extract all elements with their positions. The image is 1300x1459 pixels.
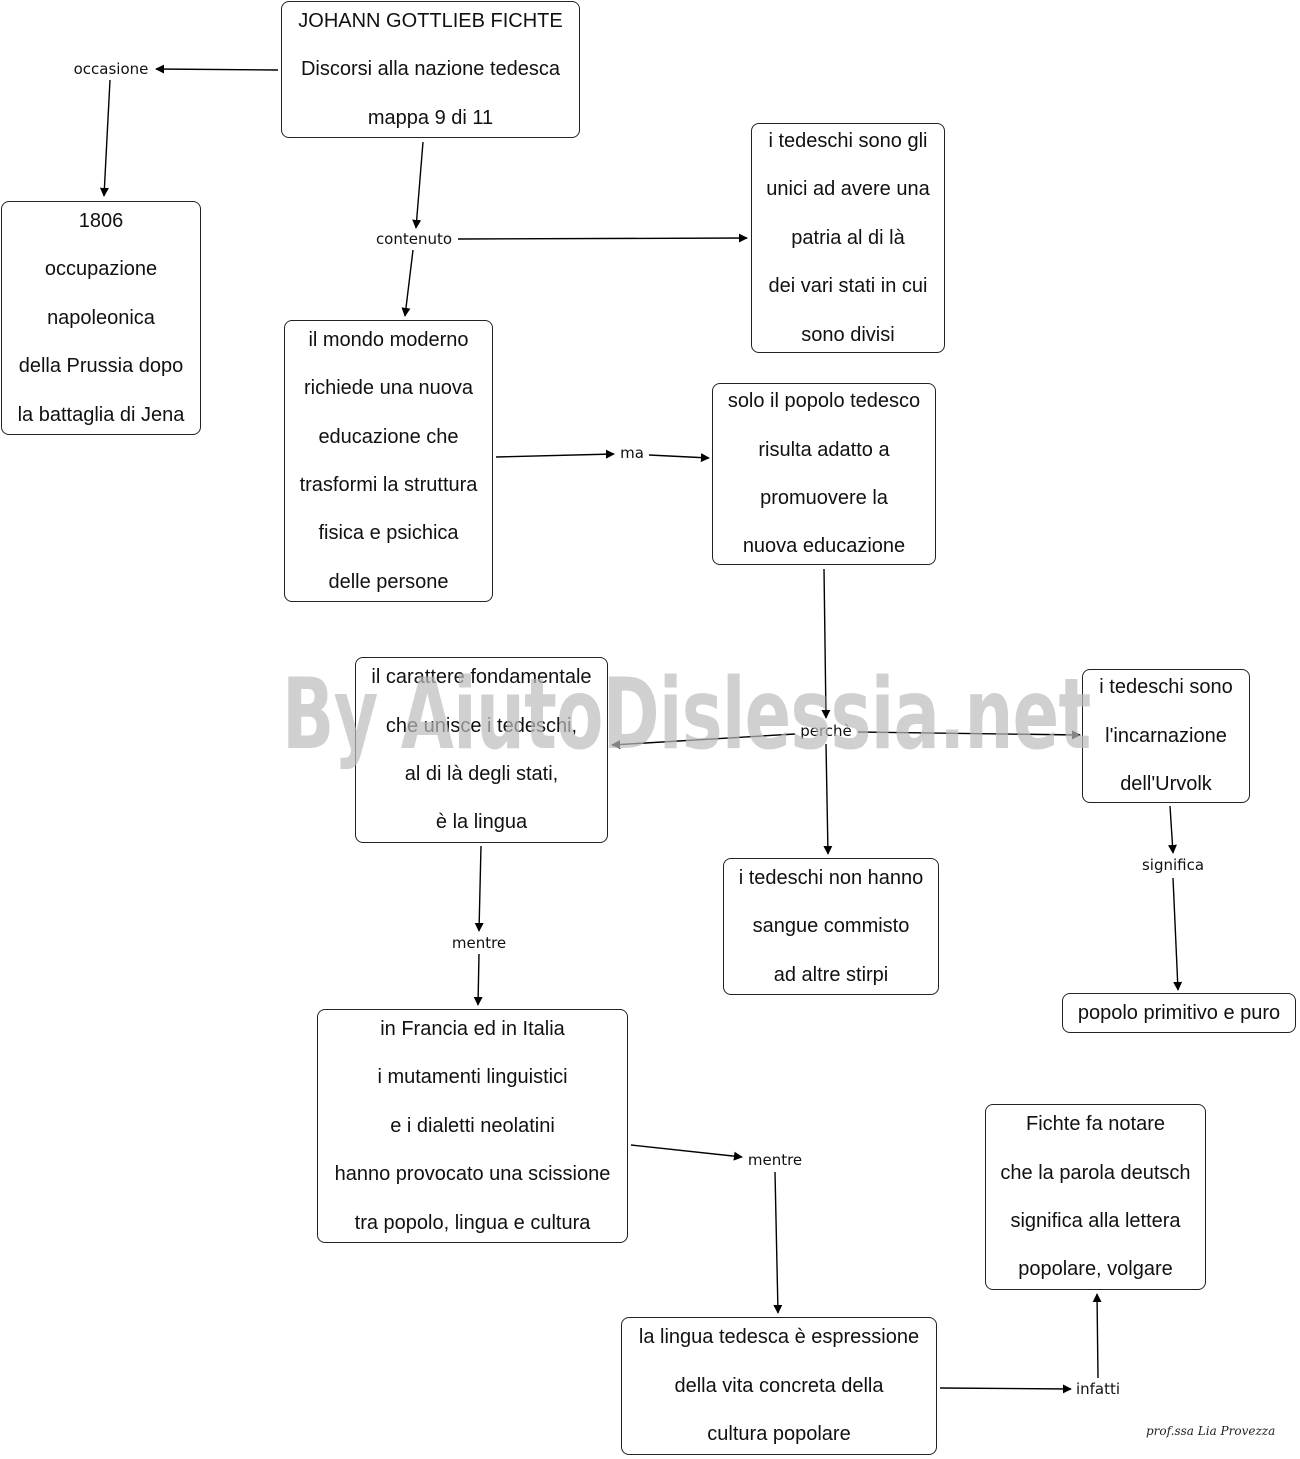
connector-line xyxy=(474,845,484,932)
node-line: 1806 xyxy=(78,209,124,232)
node-line: dell'Urvolk xyxy=(1120,773,1212,796)
signature: prof.ssa Lia Provezza xyxy=(1146,1424,1276,1438)
node-line: è la lingua xyxy=(435,811,528,834)
node-line: la lingua tedesca è espressione xyxy=(638,1326,920,1349)
node-line: sono divisi xyxy=(801,323,895,346)
node-deutsch: Fichte fa notare che la parola deutsch s… xyxy=(985,1104,1206,1290)
node-line: trasformi la struttura xyxy=(299,474,478,496)
connector-line xyxy=(412,141,424,229)
node-line: della Prussia dopo xyxy=(18,355,184,378)
node-urvolk: i tedeschi sono l'incarnazione dell'Urvo… xyxy=(1082,669,1250,803)
node-line: Fichte fa notare xyxy=(1026,1113,1165,1136)
link-label-significa: significa xyxy=(1139,856,1207,874)
node-line: tra popolo, lingua e cultura xyxy=(354,1211,591,1234)
node-line: delle persone xyxy=(328,570,449,593)
node-line: i mutamenti linguistici xyxy=(377,1066,568,1089)
node-modern-world: il mondo moderno richiede una nuova educ… xyxy=(284,320,493,602)
connector-line xyxy=(939,1384,1072,1394)
node-line: educazione che xyxy=(318,425,459,448)
connector-line xyxy=(401,249,414,317)
connector-line xyxy=(773,1171,783,1314)
node-line: la battaglia di Jena xyxy=(17,403,185,426)
connector-line xyxy=(1167,805,1177,854)
node-line: solo il popolo tedesco xyxy=(727,390,921,413)
node-primitive: popolo primitivo e puro xyxy=(1062,993,1296,1033)
link-label-mentre-2: mentre xyxy=(745,1151,805,1169)
node-line: popolare, volgare xyxy=(1018,1258,1173,1281)
connector-line xyxy=(1092,1293,1102,1379)
connector-line xyxy=(495,449,615,459)
node-german-people: solo il popolo tedesco risulta adatto a … xyxy=(712,383,936,565)
node-line: della vita concreta della xyxy=(674,1374,884,1397)
node-line: hanno provocato una scissione xyxy=(334,1163,611,1186)
node-france-italy: in Francia ed in Italia i mutamenti ling… xyxy=(317,1009,628,1243)
node-line: nuova educazione xyxy=(742,535,906,558)
node-line: Discorsi alla nazione tedesca xyxy=(300,58,561,81)
link-label-occasione: occasione xyxy=(71,60,151,78)
node-line: l'incarnazione xyxy=(1105,724,1227,747)
connector-line xyxy=(648,453,710,463)
node-line: promuovere la xyxy=(760,487,888,509)
node-line: popolo primitivo e puro xyxy=(1077,1001,1281,1024)
node-line: dei vari stati in cui xyxy=(768,275,928,298)
link-label-ma: ma xyxy=(618,444,646,462)
link-label-perche: perchè xyxy=(798,722,854,740)
connector-line xyxy=(611,733,796,750)
node-line: JOHANN GOTTLIEB FICHTE xyxy=(298,9,563,32)
connector-line xyxy=(473,953,483,1006)
node-homeland: i tedeschi sono gli unici ad avere una p… xyxy=(751,123,945,353)
node-line: richiede una nuova xyxy=(303,377,473,400)
connector-line xyxy=(630,1144,743,1161)
connector-line xyxy=(99,79,111,197)
node-line: occupazione xyxy=(44,258,158,281)
connector-line xyxy=(155,64,279,74)
node-line: fisica e psichica xyxy=(318,522,459,545)
node-line: che la parola deutsch xyxy=(1000,1161,1191,1184)
node-line: i tedeschi non hanno xyxy=(738,866,924,889)
node-line: al di là degli stati, xyxy=(404,763,559,785)
connector-line xyxy=(457,233,748,243)
node-title: JOHANN GOTTLIEB FICHTE Discorsi alla naz… xyxy=(281,1,580,138)
node-line: cultura popolare xyxy=(707,1423,851,1446)
node-pure-blood: i tedeschi non hanno sangue commisto ad … xyxy=(723,858,939,995)
node-line: significa alla lettera xyxy=(1010,1210,1181,1232)
node-line: unici ad avere una xyxy=(766,178,930,201)
node-line: il carattere fondamentale xyxy=(371,666,592,689)
link-label-contenuto: contenuto xyxy=(373,230,455,248)
node-line: e i dialetti neolatini xyxy=(390,1114,555,1137)
node-line: i tedeschi sono xyxy=(1099,676,1233,699)
connector-line xyxy=(857,730,1081,740)
connector-line xyxy=(1172,877,1183,991)
node-line: napoleonica xyxy=(47,306,155,329)
connector-line xyxy=(823,743,833,855)
node-line: in Francia ed in Italia xyxy=(380,1017,565,1040)
node-german-language: la lingua tedesca è espressione della vi… xyxy=(621,1317,937,1455)
node-line: risulta adatto a xyxy=(758,438,890,461)
node-line: il mondo moderno xyxy=(308,328,469,351)
connector-line xyxy=(821,568,831,719)
node-line: che unisce i tedeschi, xyxy=(385,714,578,737)
node-line: i tedeschi sono gli xyxy=(768,129,928,152)
node-line: patria al di là xyxy=(791,226,905,249)
node-context: 1806 occupazione napoleonica della Pruss… xyxy=(1,201,201,435)
link-label-infatti: infatti xyxy=(1073,1380,1123,1398)
link-label-mentre-1: mentre xyxy=(449,934,509,952)
node-language-bond: il carattere fondamentale che unisce i t… xyxy=(355,657,608,843)
node-line: mappa 9 di 11 xyxy=(367,106,494,129)
node-line: ad altre stirpi xyxy=(773,963,889,986)
node-line: sangue commisto xyxy=(752,915,910,938)
